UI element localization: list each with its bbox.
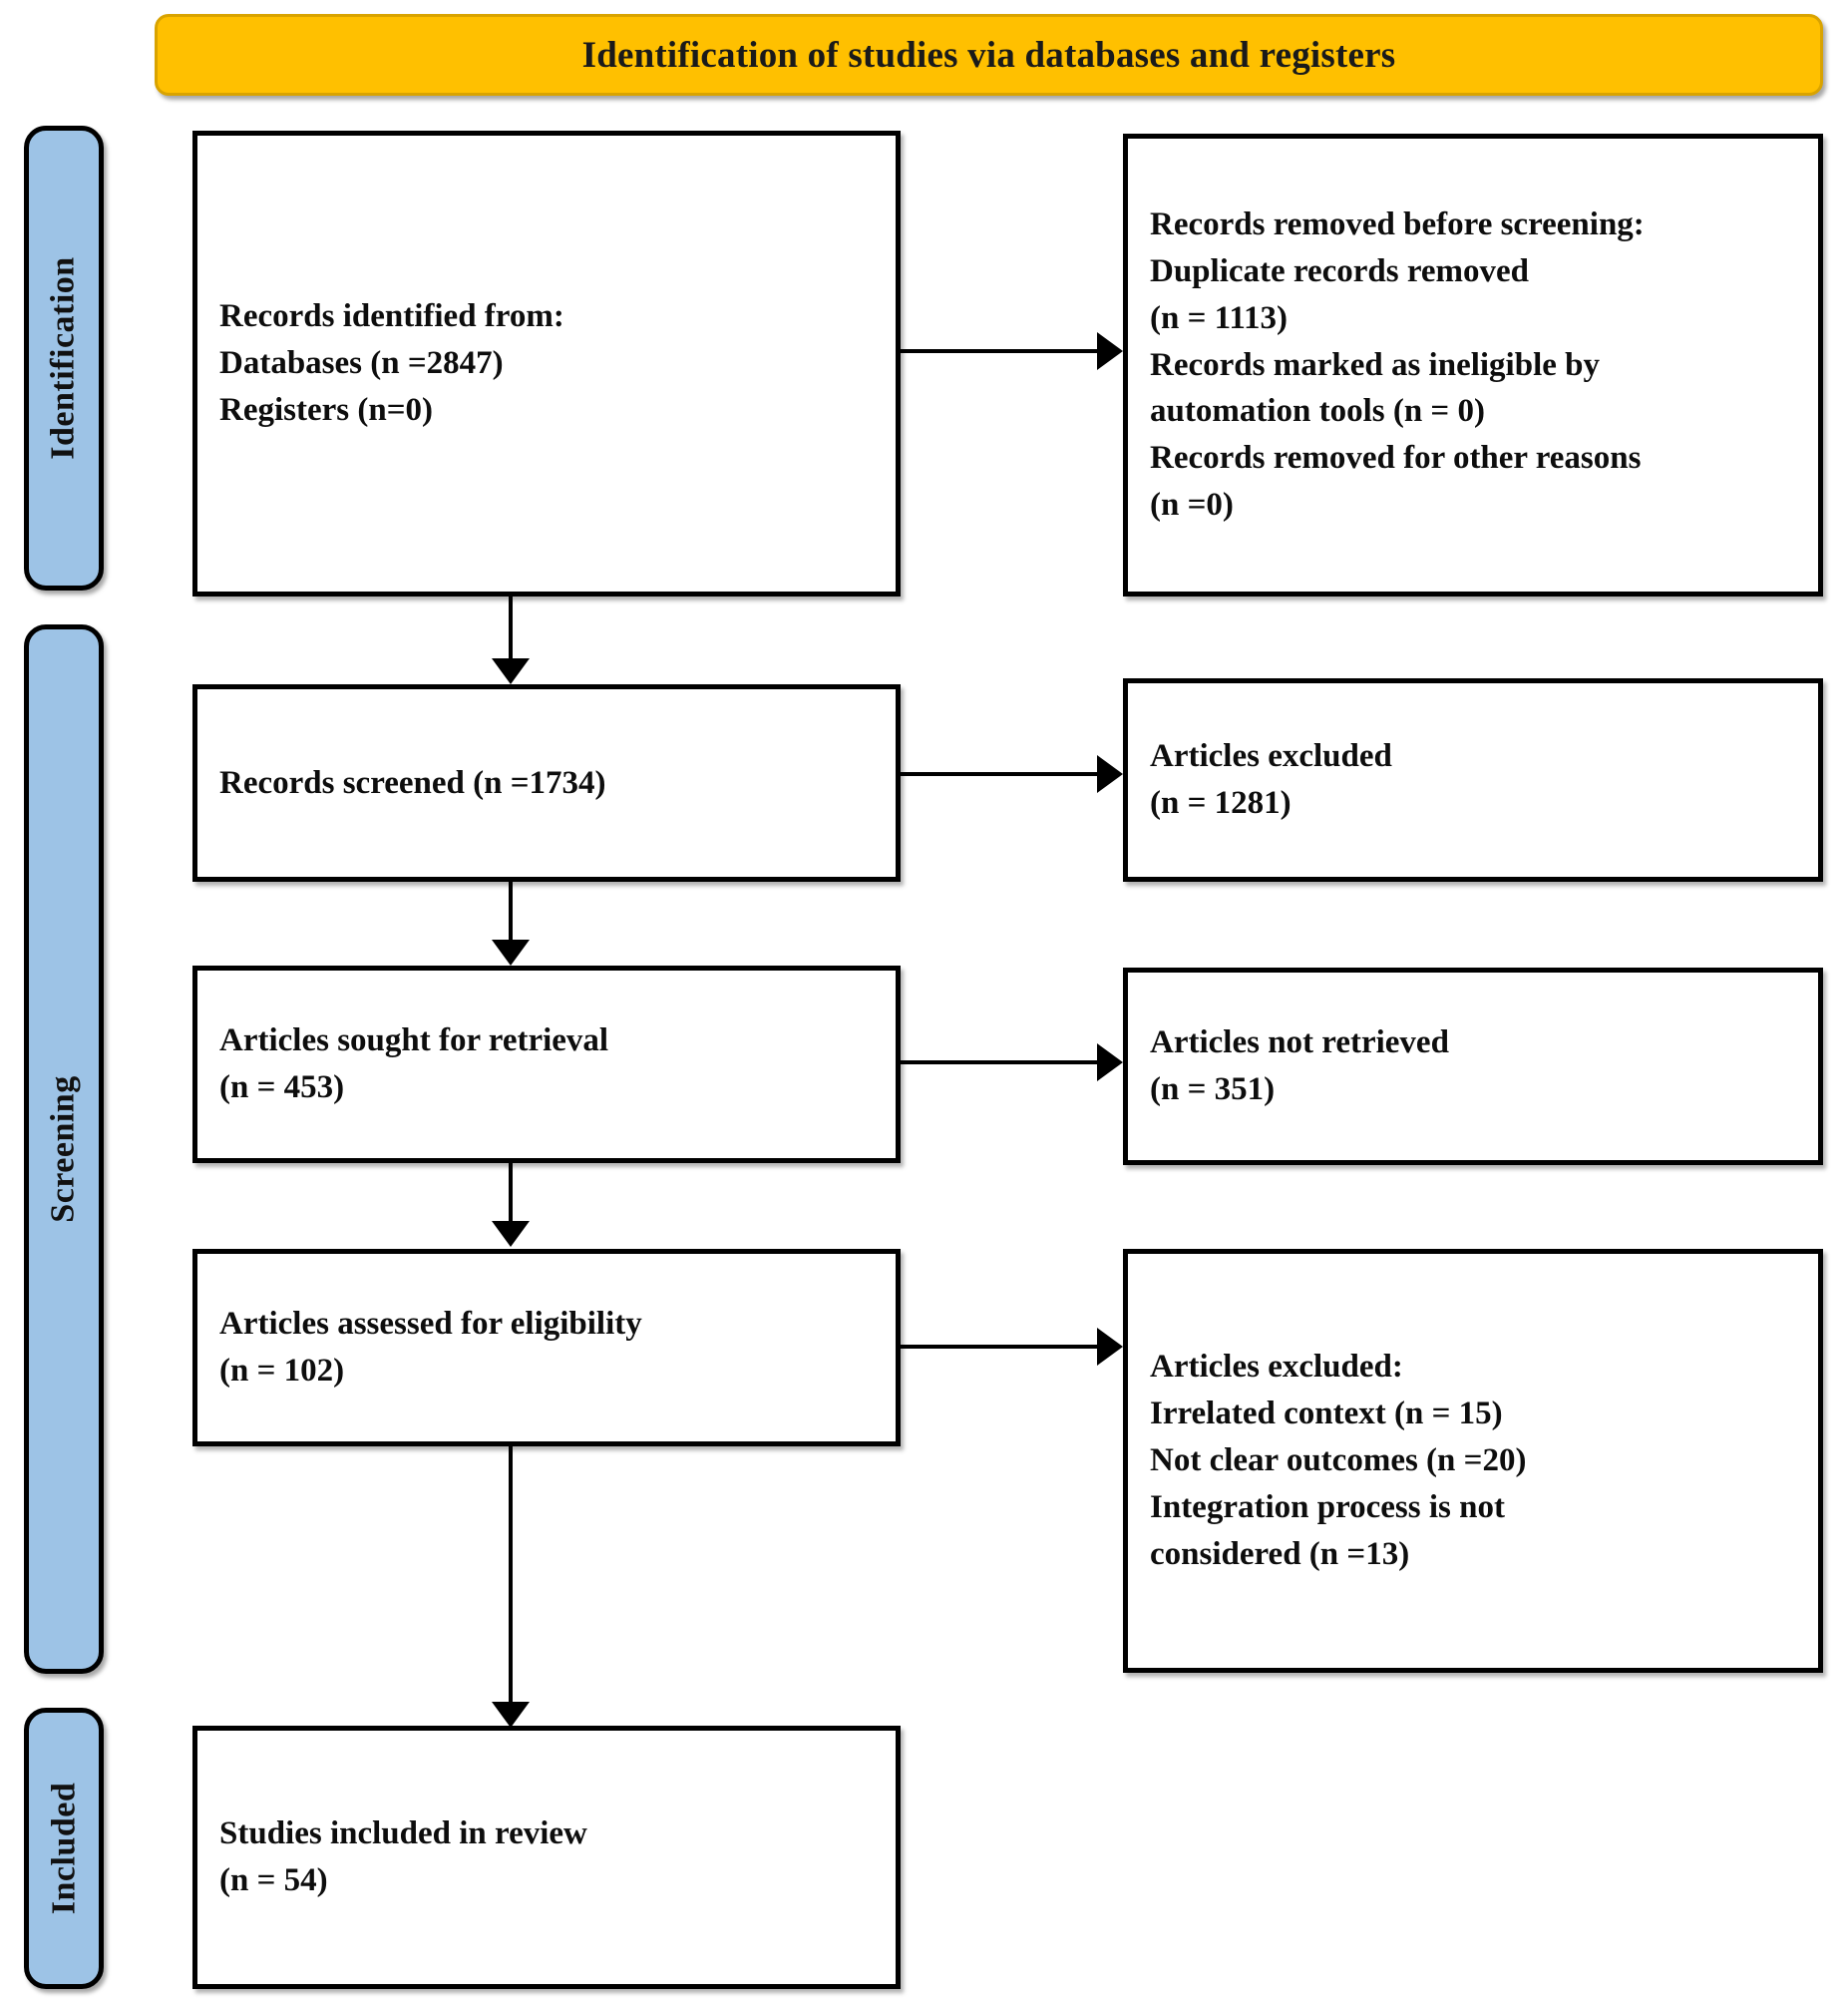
box-line: (n = 102) — [219, 1353, 345, 1389]
connector-assessed-to-excluded — [901, 1345, 1100, 1349]
box-line: Duplicate records removed — [1150, 252, 1530, 289]
stage-label-identification: Identification — [24, 126, 104, 591]
box-records-identified-lines: Records identified from: Databases (n =2… — [197, 293, 896, 434]
box-line: (n = 453) — [219, 1069, 345, 1105]
box-articles-excluded-eligibility: Articles excluded: Irrelated context (n … — [1123, 1249, 1823, 1673]
arrowhead-down-icon — [492, 1221, 530, 1247]
box-line: Articles excluded: — [1150, 1349, 1403, 1386]
box-articles-sought: Articles sought for retrieval (n = 453) — [192, 966, 901, 1163]
box-line: Databases (n =2847) — [219, 345, 504, 382]
arrowhead-right-icon — [1097, 332, 1123, 370]
box-line: Records removed for other reasons — [1150, 440, 1642, 477]
stage-label-screening: Screening — [24, 624, 104, 1674]
box-articles-excluded-screening-lines: Articles excluded (n = 1281) — [1128, 733, 1818, 827]
arrowhead-down-icon — [492, 940, 530, 966]
connector-sought-to-assessed — [509, 1163, 513, 1225]
arrowhead-down-icon — [492, 1702, 530, 1728]
connector-sought-to-not-retrieved — [901, 1060, 1100, 1064]
box-line: Articles excluded — [1150, 738, 1392, 775]
box-line: (n =0) — [1150, 487, 1234, 524]
box-line: (n = 1281) — [1150, 785, 1292, 821]
box-line: automation tools (n = 0) — [1150, 393, 1485, 430]
box-articles-excluded-eligibility-lines: Articles excluded: Irrelated context (n … — [1128, 1344, 1818, 1577]
arrowhead-down-icon — [492, 658, 530, 684]
box-line: Registers (n=0) — [219, 391, 434, 428]
box-line: Articles assessed for eligibility — [219, 1306, 642, 1343]
arrowhead-right-icon — [1097, 1328, 1123, 1366]
connector-screened-to-excluded — [901, 772, 1100, 776]
stage-label-included-text: Included — [45, 1782, 82, 1915]
box-line: Records removed before screening: — [1150, 205, 1645, 242]
box-articles-not-retrieved-lines: Articles not retrieved (n = 351) — [1128, 1019, 1818, 1113]
box-line: Not clear outcomes (n =20) — [1150, 1442, 1527, 1479]
box-studies-included-lines: Studies included in review (n = 54) — [197, 1810, 896, 1904]
arrowhead-right-icon — [1097, 1043, 1123, 1081]
stage-label-screening-text: Screening — [45, 1075, 82, 1223]
box-records-removed: Records removed before screening: Duplic… — [1123, 134, 1823, 597]
box-articles-assessed: Articles assessed for eligibility (n = 1… — [192, 1249, 901, 1446]
box-line: (n = 54) — [219, 1862, 328, 1898]
connector-identified-to-removed — [901, 349, 1100, 353]
box-line: (n = 351) — [1150, 1071, 1276, 1107]
box-line: Studies included in review — [219, 1815, 587, 1852]
box-line: Articles not retrieved — [1150, 1024, 1449, 1061]
box-line: Irrelated context (n = 15) — [1150, 1396, 1503, 1432]
stage-label-included: Included — [24, 1708, 104, 1989]
box-line: (n = 1113) — [1150, 299, 1288, 336]
box-line: Records screened (n =1734) — [219, 764, 606, 801]
arrowhead-right-icon — [1097, 755, 1123, 793]
box-line: Integration process is not — [1150, 1488, 1505, 1525]
box-records-screened: Records screened (n =1734) — [192, 684, 901, 882]
connector-screened-to-sought — [509, 882, 513, 944]
box-line: Articles sought for retrieval — [219, 1022, 609, 1059]
box-studies-included: Studies included in review (n = 54) — [192, 1726, 901, 1989]
box-records-removed-lines: Records removed before screening: Duplic… — [1128, 201, 1818, 529]
page-title: Identification of studies via databases … — [581, 34, 1396, 76]
box-articles-excluded-screening: Articles excluded (n = 1281) — [1123, 678, 1823, 882]
stage-label-identification-text: Identification — [45, 256, 83, 460]
connector-identified-to-screened — [509, 597, 513, 662]
box-line: Records identified from: — [219, 298, 564, 335]
box-articles-sought-lines: Articles sought for retrieval (n = 453) — [197, 1017, 896, 1111]
box-articles-assessed-lines: Articles assessed for eligibility (n = 1… — [197, 1301, 896, 1395]
box-records-identified: Records identified from: Databases (n =2… — [192, 131, 901, 597]
box-line: considered (n =13) — [1150, 1535, 1410, 1572]
connector-assessed-to-included — [509, 1446, 513, 1706]
box-records-screened-lines: Records screened (n =1734) — [197, 760, 896, 807]
diagram-header-banner: Identification of studies via databases … — [155, 14, 1823, 96]
box-articles-not-retrieved: Articles not retrieved (n = 351) — [1123, 968, 1823, 1165]
box-line: Records marked as ineligible by — [1150, 346, 1600, 383]
